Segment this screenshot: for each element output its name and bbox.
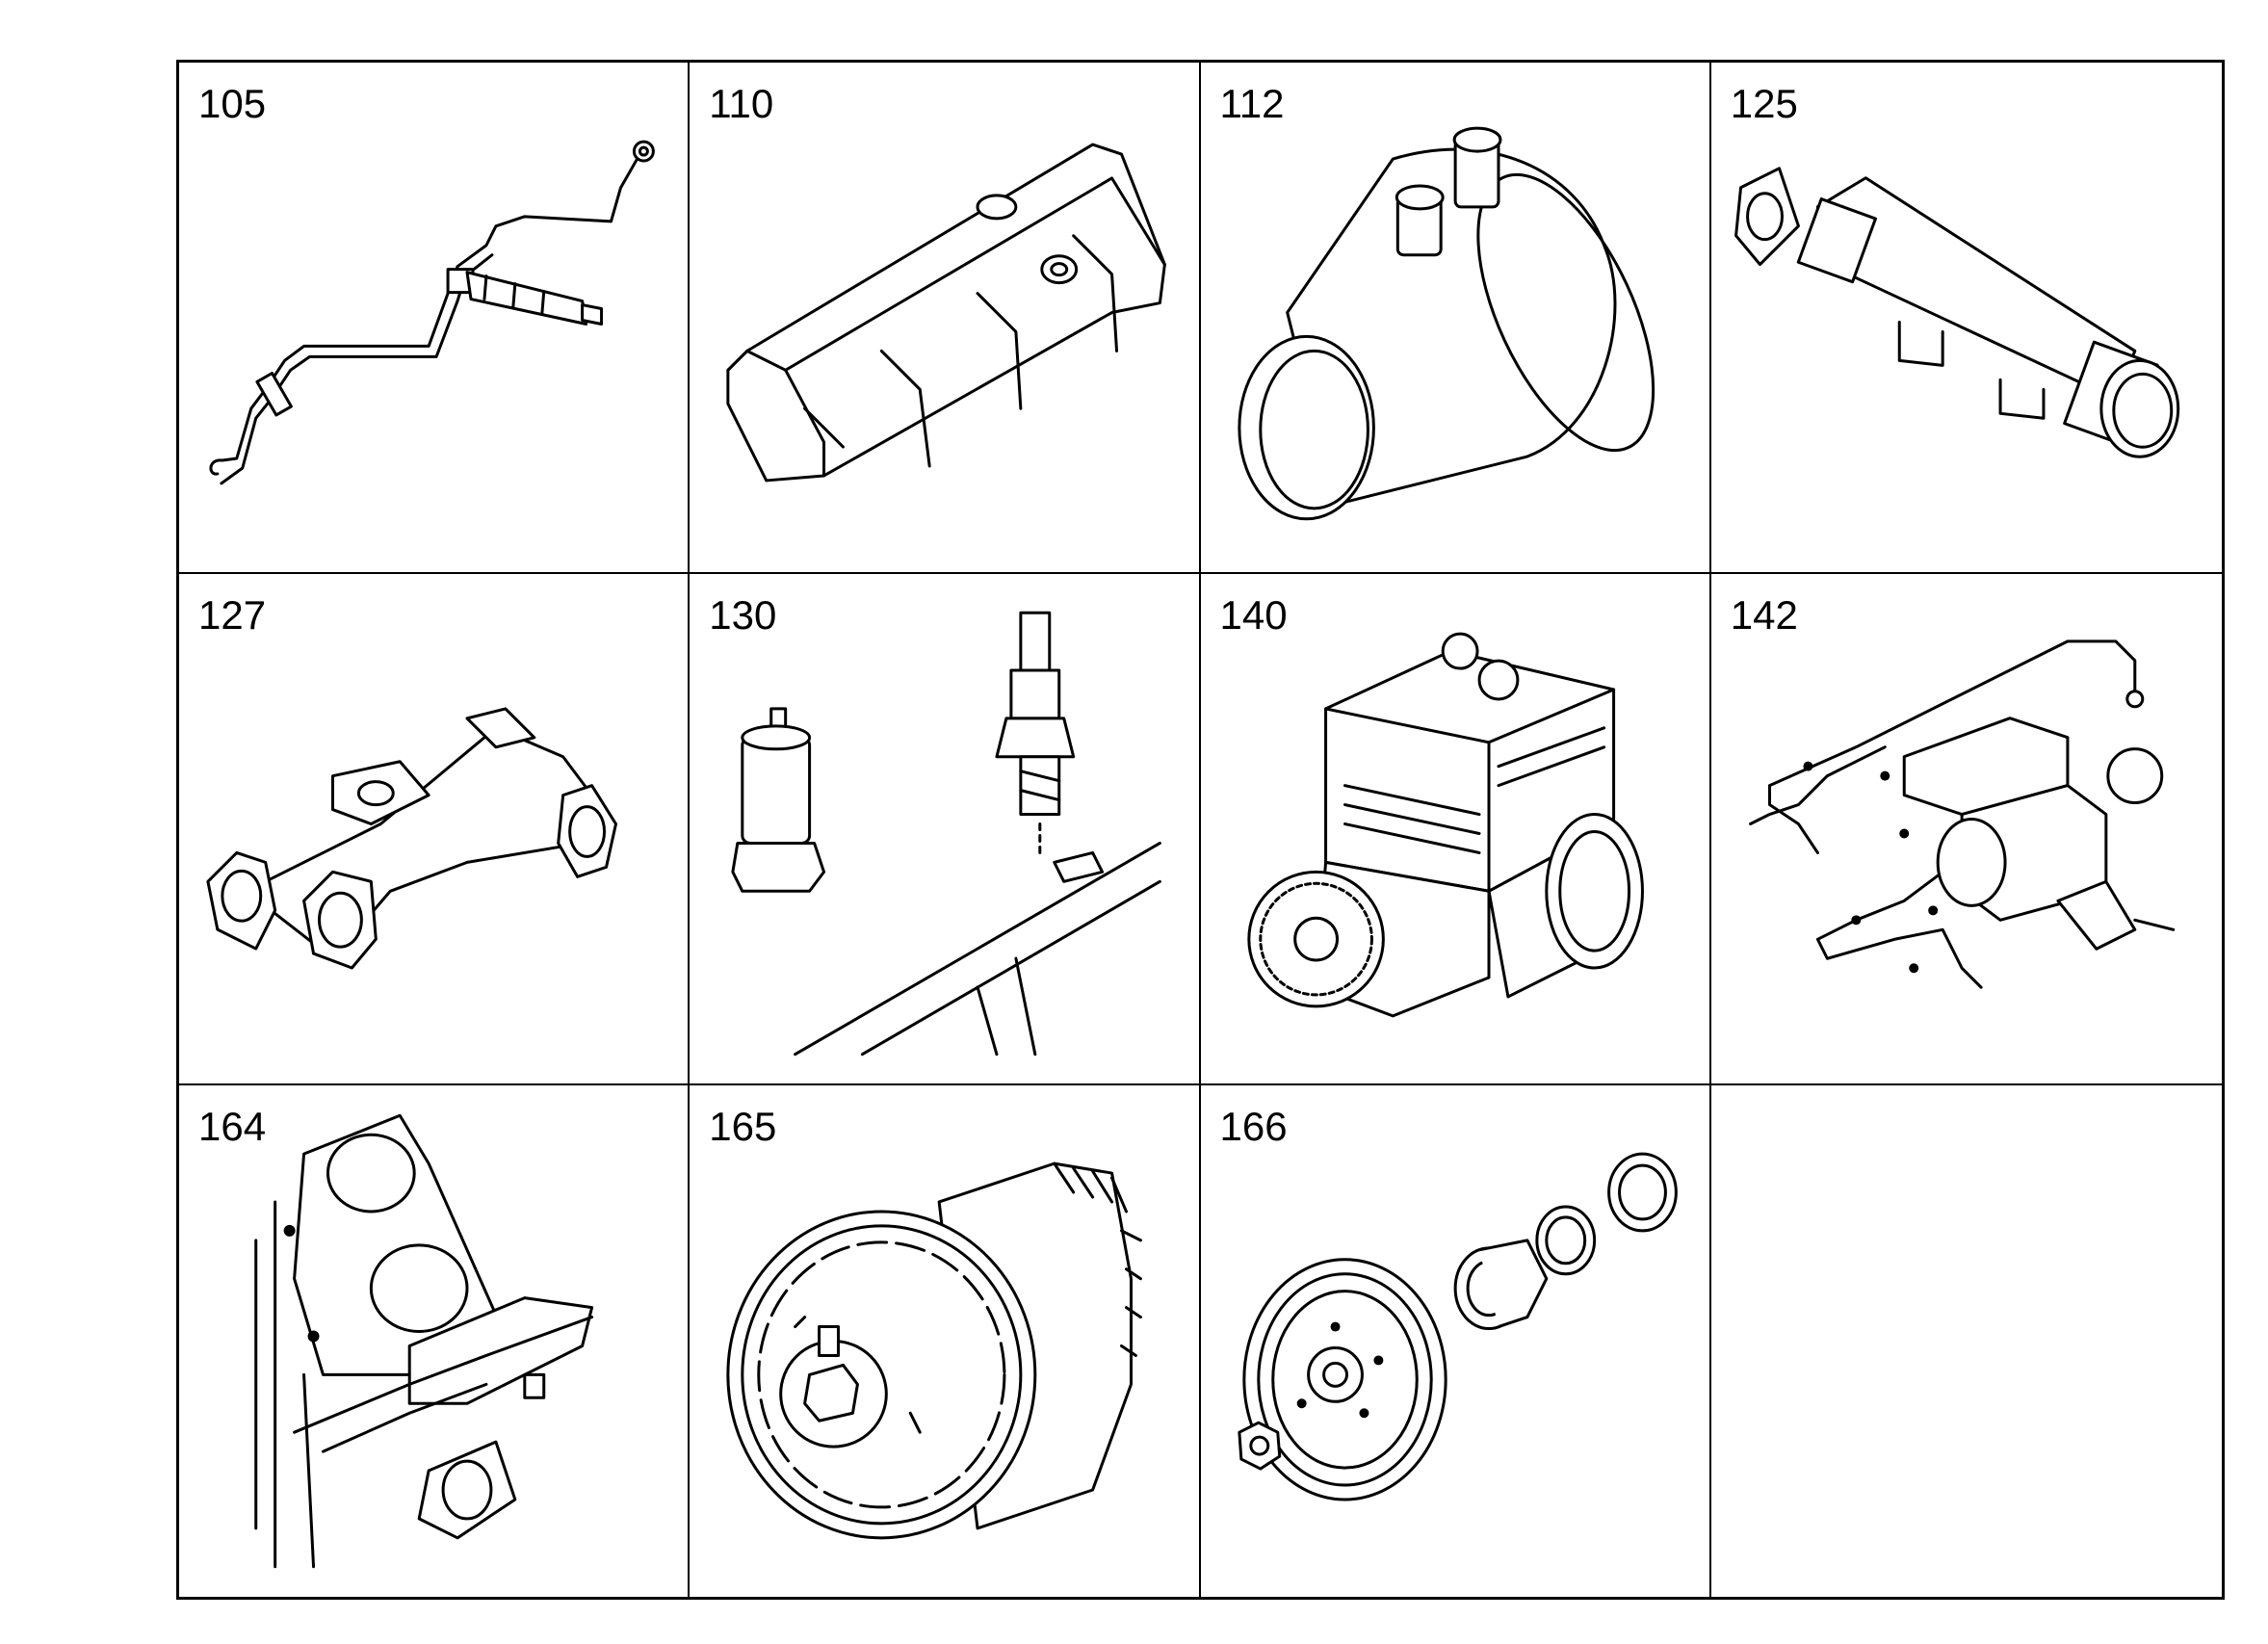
cell-127[interactable]: 127 bbox=[179, 574, 691, 1085]
pulley-and-seals-illustration bbox=[1201, 1085, 1709, 1597]
cell-165[interactable]: 165 bbox=[690, 1085, 1201, 1597]
timing-case-illustration bbox=[179, 1085, 688, 1597]
part-number: 125 bbox=[1730, 81, 1798, 126]
cell-empty bbox=[1711, 1085, 2222, 1597]
part-number: 127 bbox=[198, 592, 267, 638]
part-number: 110 bbox=[709, 81, 774, 126]
compressor-lines-illustration bbox=[1711, 574, 2222, 1083]
glow-plug-illustration bbox=[690, 574, 1198, 1083]
part-number: 165 bbox=[709, 1104, 777, 1149]
part-number: 130 bbox=[709, 592, 777, 638]
fan-drive-illustration bbox=[690, 1085, 1198, 1597]
part-number: 166 bbox=[1219, 1104, 1288, 1149]
part-number: 112 bbox=[1219, 81, 1285, 126]
cell-125[interactable]: 125 bbox=[1710, 63, 2222, 574]
egr-cooler-illustration bbox=[1711, 63, 2222, 572]
parts-grid: 105 110 112 bbox=[176, 60, 2225, 1600]
air-compressor-illustration bbox=[1201, 574, 1709, 1083]
rocker-cover-illustration bbox=[690, 63, 1198, 572]
cell-110[interactable]: 110 bbox=[690, 63, 1201, 574]
cell-142[interactable]: 142 bbox=[1710, 574, 2222, 1085]
injection-line-illustration bbox=[179, 63, 688, 572]
cell-112[interactable]: 112 bbox=[1200, 63, 1711, 574]
exhaust-manifold-illustration bbox=[179, 574, 688, 1083]
part-number: 142 bbox=[1730, 592, 1798, 638]
cell-140[interactable]: 140 bbox=[1200, 574, 1711, 1085]
thermostat-housing-illustration bbox=[1201, 63, 1709, 572]
part-number: 164 bbox=[198, 1104, 267, 1149]
cell-164[interactable]: 164 bbox=[179, 1085, 691, 1597]
part-number: 105 bbox=[198, 81, 267, 126]
cell-130[interactable]: 130 bbox=[690, 574, 1201, 1085]
part-number: 140 bbox=[1219, 592, 1288, 638]
cell-166[interactable]: 166 bbox=[1201, 1085, 1711, 1597]
cell-105[interactable]: 105 bbox=[179, 63, 691, 574]
